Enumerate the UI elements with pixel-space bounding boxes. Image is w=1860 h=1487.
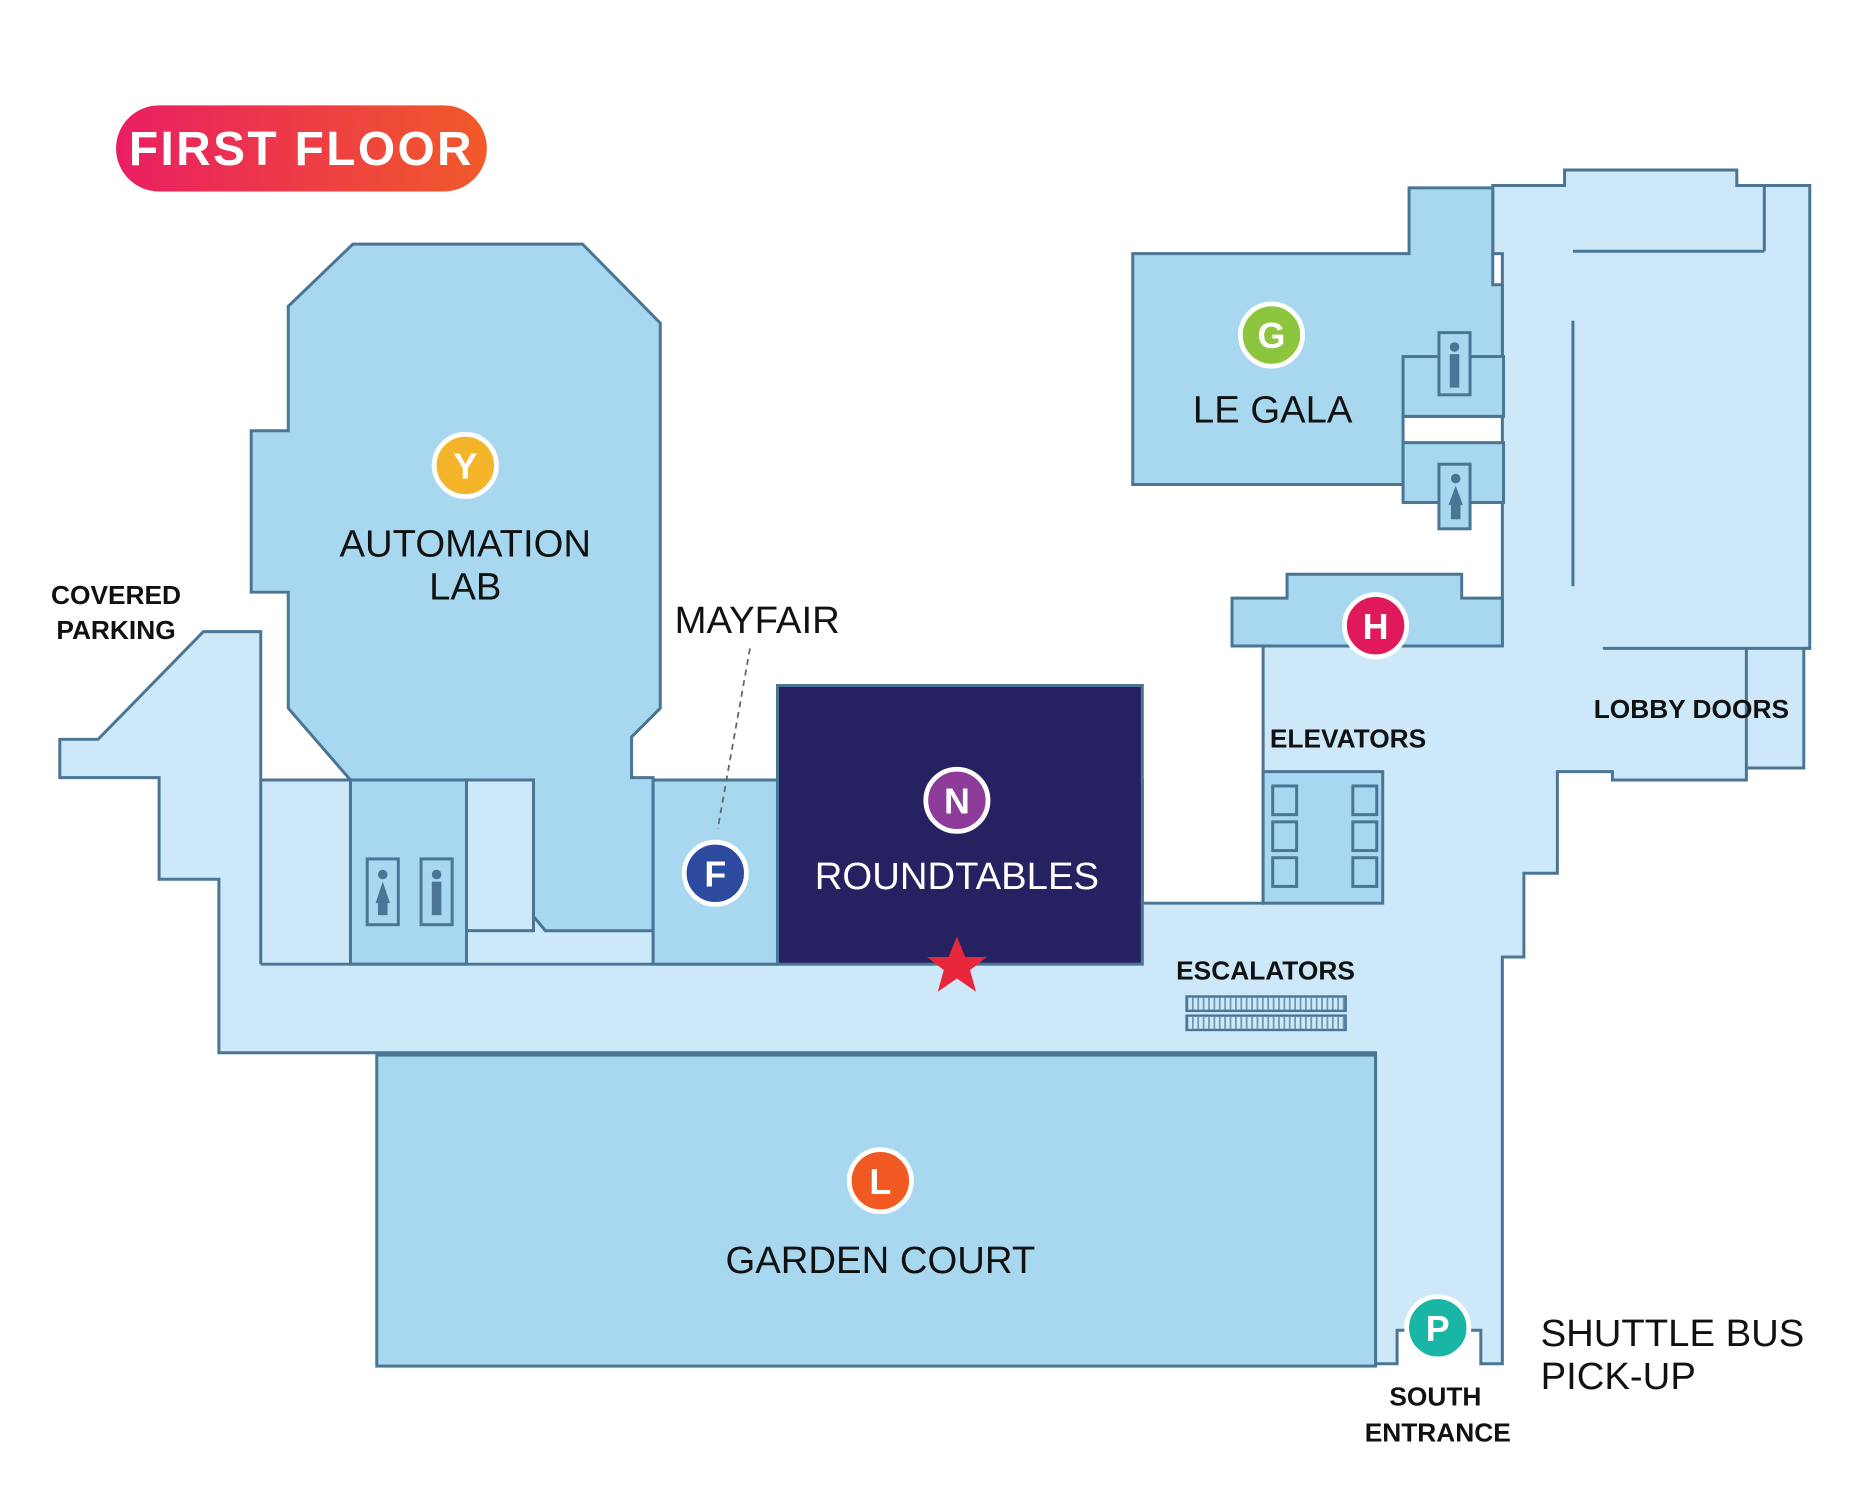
restroom-women-icon [1437,462,1472,531]
marker-letter: F [704,854,726,894]
floor-title: FIRST FLOOR [129,123,474,176]
restroom-women-icon [365,857,400,927]
mayfair-leader-line [716,648,751,830]
marker-letter: L [869,1162,891,1202]
automation-lab-label-2: LAB [429,565,501,608]
restroom-men-icon [419,857,454,927]
marker-letter: N [944,782,970,822]
marker-l[interactable]: L [846,1147,914,1215]
marker-f[interactable]: F [681,839,749,907]
garden-court-label: GARDEN COURT [726,1239,1036,1282]
marker-p[interactable]: P [1404,1294,1472,1362]
roundtables-label: ROUNDTABLES [815,855,1099,898]
covered-parking-label: COVERED [51,580,181,610]
marker-letter: G [1258,316,1286,356]
south-entrance-label-2: ENTRANCE [1365,1417,1511,1447]
shuttle-bus-label: SHUTTLE BUS [1541,1312,1805,1355]
shuttle-bus-label-2: PICK-UP [1541,1355,1696,1398]
elevators-label: ELEVATORS [1270,724,1426,754]
escalators-label: ESCALATORS [1176,956,1355,986]
marker-y[interactable]: Y [431,431,499,499]
escalators-icon [1185,995,1347,1032]
lobby-doors-label: LOBBY DOORS [1594,694,1789,724]
covered-parking-label-2: PARKING [56,615,175,645]
marker-h[interactable]: H [1342,592,1410,660]
south-entrance-label: SOUTH [1389,1382,1481,1412]
you-are-here-star-icon [927,936,987,992]
automation-lab-label: AUTOMATION [340,522,592,565]
marker-letter: H [1363,607,1389,647]
le-gala-label: LE GALA [1193,388,1353,431]
restroom-block [348,778,468,966]
floor-title-badge: FIRST FLOOR [116,105,487,192]
marker-letter: P [1426,1309,1450,1349]
mayfair-label: MAYFAIR [675,599,840,642]
marker-letter: Y [453,447,477,487]
storage-room [465,778,535,933]
marker-g[interactable]: G [1238,301,1305,369]
marker-n[interactable]: N [923,766,991,834]
elevators [1261,770,1385,905]
restroom-men-icon [1437,331,1472,397]
